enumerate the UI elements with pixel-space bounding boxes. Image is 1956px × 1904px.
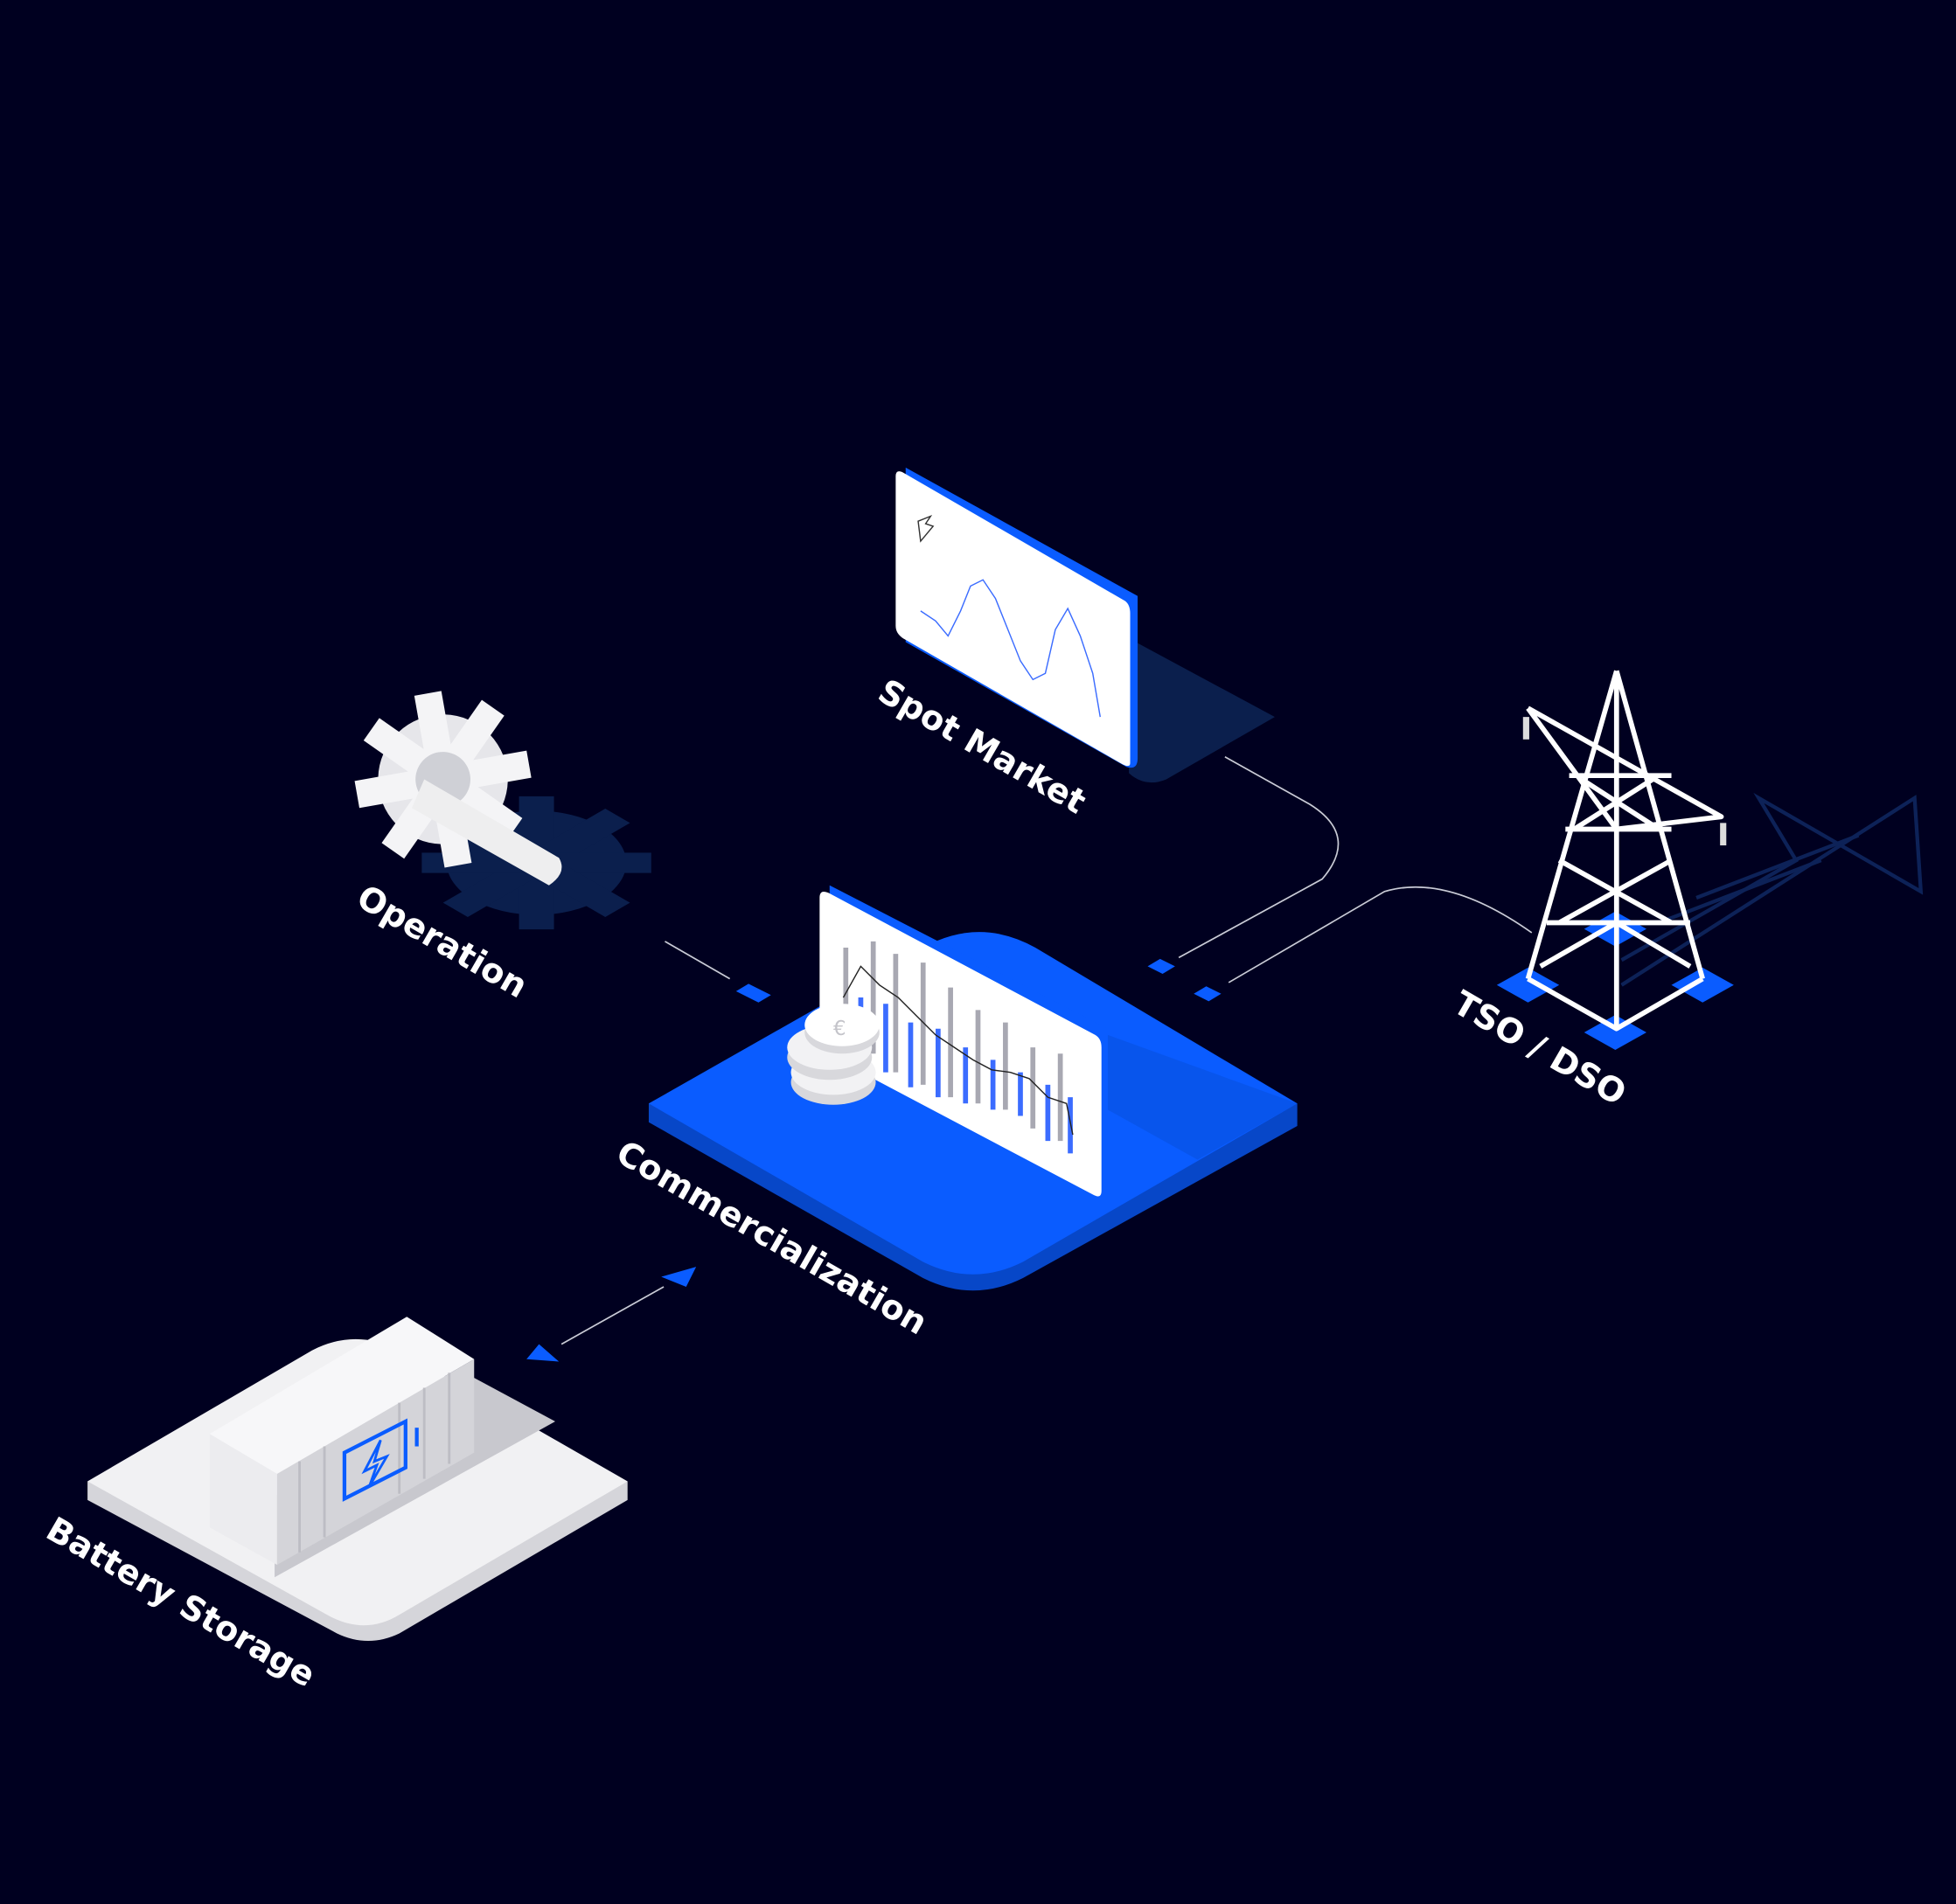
battery-to-commercialization-line: [560, 1286, 665, 1345]
connector-node: [735, 983, 771, 1003]
container-front: [209, 1434, 277, 1566]
arrow-head-icon: [526, 1344, 560, 1362]
container-top: [209, 1317, 475, 1474]
coins-euro-icon: €: [787, 1004, 880, 1105]
spot-to-commercialization-line: [1178, 756, 1340, 959]
power-tower-icon: [1525, 670, 1724, 1032]
battery-storage-node: Battery Storage: [39, 1317, 628, 1695]
operation-to-commercialization-line: [665, 941, 731, 980]
spot-price-line: [920, 579, 1101, 718]
connector-node: [1194, 986, 1222, 1002]
gear-wrench-icon: [354, 691, 532, 868]
chart-screen-icon: [895, 471, 1131, 767]
connectors: [526, 756, 1533, 1362]
arrow-head-icon: [661, 1267, 697, 1287]
connector-node: [1147, 958, 1175, 974]
svg-text:€: €: [833, 1018, 846, 1040]
battery-container-icon: [342, 1418, 419, 1502]
tower-to-commercialization-line: [1228, 886, 1533, 983]
wrench: [411, 779, 562, 886]
